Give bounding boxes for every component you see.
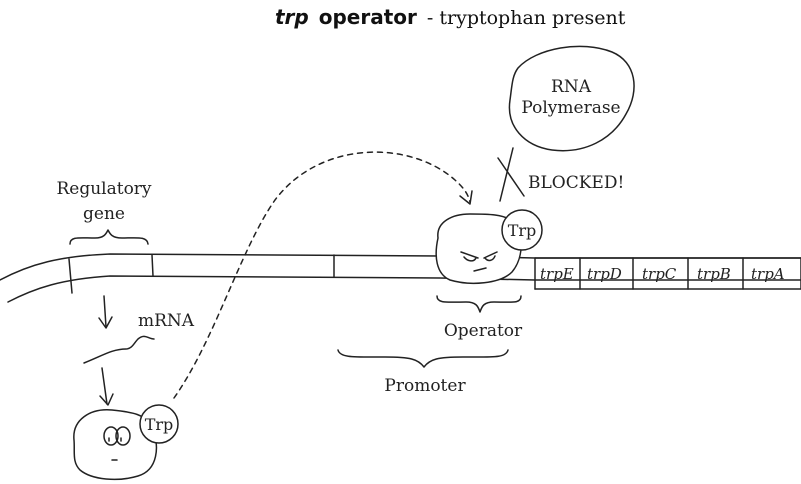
diagram-title: trp operator - tryptophan present (275, 5, 626, 29)
gene-label-trpa: trpA (751, 265, 785, 283)
title-bold-word: operator (319, 5, 417, 29)
rna-polymerase-label-line2: Polymerase (521, 98, 620, 118)
angry-eye-left (463, 256, 477, 262)
dna-strand-top (0, 253, 801, 281)
gene-label-trpd: trpD (587, 265, 622, 283)
regulatory-gene-brace (69, 229, 149, 245)
free-trp-circle (139, 404, 179, 444)
dna-strand-bottom (7, 275, 801, 303)
regulatory-gene-end-divider (151, 254, 154, 277)
free-repressor-protein (73, 409, 158, 481)
free-trp-label: Trp (145, 415, 174, 434)
bound-trp-label: Trp (508, 221, 537, 240)
angry-mouth (473, 267, 487, 272)
mrna-label: mRNA (138, 311, 195, 331)
free-repressor-eye-left (103, 426, 119, 446)
angry-eyebrow-right (483, 251, 498, 259)
title-rest: - tryptophan present (427, 7, 626, 29)
blocked-cross-stroke (499, 147, 514, 202)
gene-label-trpe: trpE (540, 265, 574, 283)
blocked-cross-stroke (497, 157, 525, 197)
gene-label-trpc: trpC (642, 265, 677, 283)
operator-label: Operator (444, 321, 523, 341)
transcription-arrow (103, 295, 107, 328)
blocked-label: BLOCKED! (528, 173, 624, 193)
angry-eye-right (484, 255, 496, 262)
regulatory-gene-label-line2: gene (83, 204, 125, 224)
free-repressor-eye-right (115, 426, 131, 446)
rna-polymerase (508, 45, 635, 152)
rna-polymerase-label-line1: RNA (551, 77, 592, 97)
bound-trp-circle (501, 209, 543, 251)
title-gene-name: trp (275, 5, 309, 29)
promoter-brace (337, 349, 509, 368)
translation-arrow (101, 367, 108, 405)
regulatory-gene-start-divider (68, 258, 73, 294)
regulatory-gene-label-line1: Regulatory (56, 179, 151, 199)
trp-binding-path (173, 151, 471, 399)
promoter-label: Promoter (384, 376, 466, 396)
mrna-strand (83, 335, 155, 364)
transcription-arrowhead (98, 316, 113, 329)
operator-brace (436, 295, 522, 313)
translation-arrowhead (99, 393, 114, 406)
trp-binding-arrowhead (459, 190, 473, 205)
angry-eyebrow-left (460, 251, 479, 259)
gene-label-trpb: trpB (697, 265, 731, 283)
